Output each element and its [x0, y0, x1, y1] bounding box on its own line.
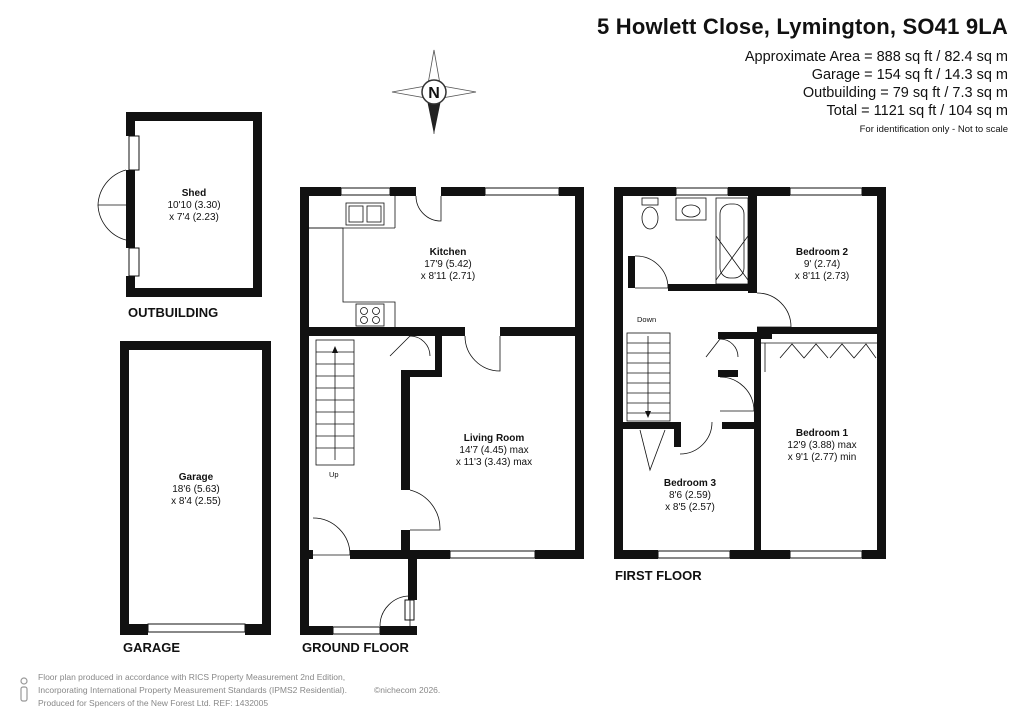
shed-name: Shed: [182, 188, 206, 199]
first-floor-fixtures: [626, 197, 877, 472]
garage-dim1: 18'6 (5.63): [172, 484, 220, 495]
living-room-dim2: x 11'3 (3.43) max: [456, 457, 532, 468]
first-floor-plan: [614, 187, 886, 559]
shed-dim2: x 7'4 (2.23): [169, 212, 219, 223]
bedroom2-dim1: 9' (2.74): [804, 259, 840, 270]
garage-area: Garage = 154 sq ft / 14.3 sq m: [811, 67, 1008, 83]
bedroom1-name: Bedroom 1: [796, 428, 849, 439]
outbuilding-plan: [97, 112, 262, 297]
total-area: Total = 1121 sq ft / 104 sq m: [826, 103, 1009, 119]
living-room-name: Living Room: [464, 433, 525, 444]
property-address: 5 Howlett Close, Lymington, SO41 9LA: [597, 14, 1008, 39]
garage-name: Garage: [179, 472, 214, 483]
compass-north-icon: N: [391, 49, 477, 134]
bedroom1-dim2: x 9'1 (2.77) min: [788, 452, 857, 463]
bedroom1-dim1: 12'9 (3.88) max: [787, 440, 856, 451]
bedroom2-name: Bedroom 2: [796, 247, 849, 258]
footer-copyright: ©nichecom 2026.: [374, 685, 441, 695]
ground-floor-fixtures: [309, 195, 501, 627]
info-icon: [20, 677, 28, 702]
footer-line-2: Incorporating International Property Mea…: [38, 685, 347, 695]
bedroom3-dim1: 8'6 (2.59): [669, 490, 711, 501]
garage-floor-label: GARAGE: [123, 640, 180, 655]
scale-note: For identification only - Not to scale: [859, 124, 1008, 135]
ground-floor-label: GROUND FLOOR: [302, 640, 409, 655]
bedroom3-name: Bedroom 3: [664, 478, 717, 489]
outbuilding-label: OUTBUILDING: [128, 305, 218, 320]
stairs-up-label: Up: [329, 470, 339, 479]
compass-label: N: [428, 85, 440, 102]
kitchen-dim1: 17'9 (5.42): [424, 259, 472, 270]
kitchen-dim2: x 8'11 (2.71): [421, 271, 476, 282]
outbuilding-area: Outbuilding = 79 sq ft / 7.3 sq m: [802, 85, 1008, 101]
approximate-area: Approximate Area = 888 sq ft / 82.4 sq m: [744, 49, 1008, 65]
footer-line-3: Produced for Spencers of the New Forest …: [38, 698, 269, 708]
garage-plan: [120, 341, 271, 635]
footer-line-1: Floor plan produced in accordance with R…: [38, 672, 346, 682]
stairs-down-label: Down: [637, 315, 656, 324]
garage-dim2: x 8'4 (2.55): [171, 496, 221, 507]
first-floor-label: FIRST FLOOR: [615, 568, 702, 583]
kitchen-name: Kitchen: [430, 247, 467, 258]
bedroom2-dim2: x 8'11 (2.73): [795, 271, 850, 282]
bedroom3-dim2: x 8'5 (2.57): [665, 502, 715, 513]
shed-dim1: 10'10 (3.30): [167, 200, 220, 211]
living-room-dim1: 14'7 (4.45) max: [459, 445, 528, 456]
ground-floor-plan: [300, 187, 584, 635]
